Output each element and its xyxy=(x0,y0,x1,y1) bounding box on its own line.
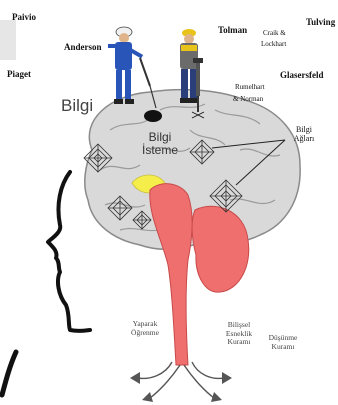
neck-stroke xyxy=(2,352,16,395)
label-tolman: Tolman xyxy=(218,26,247,36)
label-glasersfeld: Glasersfeld xyxy=(280,71,324,81)
label-bilissel-esneklik: Bilişsel Esneklik Kuramı xyxy=(218,321,260,347)
arrow-heads xyxy=(130,372,232,402)
face-profile xyxy=(48,172,90,331)
bottom-arrows xyxy=(138,362,224,398)
label-bilgi-aglari: Bilgi Ağları xyxy=(285,126,323,144)
label-lockhart: Lockhart xyxy=(261,41,286,49)
label-bilgi-aglari-line2: Ağları xyxy=(285,135,323,144)
label-tulving: Tulving xyxy=(306,18,335,28)
label-bilgi: Bilgi xyxy=(61,96,93,116)
hole-shape xyxy=(144,110,162,122)
label-piaget: Piaget xyxy=(7,70,31,80)
label-norman: & Norman xyxy=(233,96,263,104)
label-anderson: Anderson xyxy=(64,43,102,53)
red-mass xyxy=(192,206,249,292)
label-bilgi-isteme-line1: Bilgi xyxy=(135,131,185,144)
label-craik: Craik & xyxy=(263,30,286,38)
label-yaparak-ogrenme: Yaparak Öğrenme xyxy=(122,320,168,337)
brainstem xyxy=(150,184,192,365)
corner-panel xyxy=(0,20,16,60)
label-yaparak-line2: Öğrenme xyxy=(122,329,168,338)
label-dusunme-kurami: Düşünme Kuramı xyxy=(262,334,304,351)
label-bilgi-isteme: Bilgi İsteme xyxy=(135,131,185,156)
label-bilgi-isteme-line2: İsteme xyxy=(135,144,185,157)
label-dusunme-line2: Kuramı xyxy=(262,343,304,352)
label-rumelhart: Rumelhart xyxy=(235,84,265,92)
label-bilissel-line3: Kuramı xyxy=(218,338,260,347)
label-paivio: Paivio xyxy=(12,13,36,23)
